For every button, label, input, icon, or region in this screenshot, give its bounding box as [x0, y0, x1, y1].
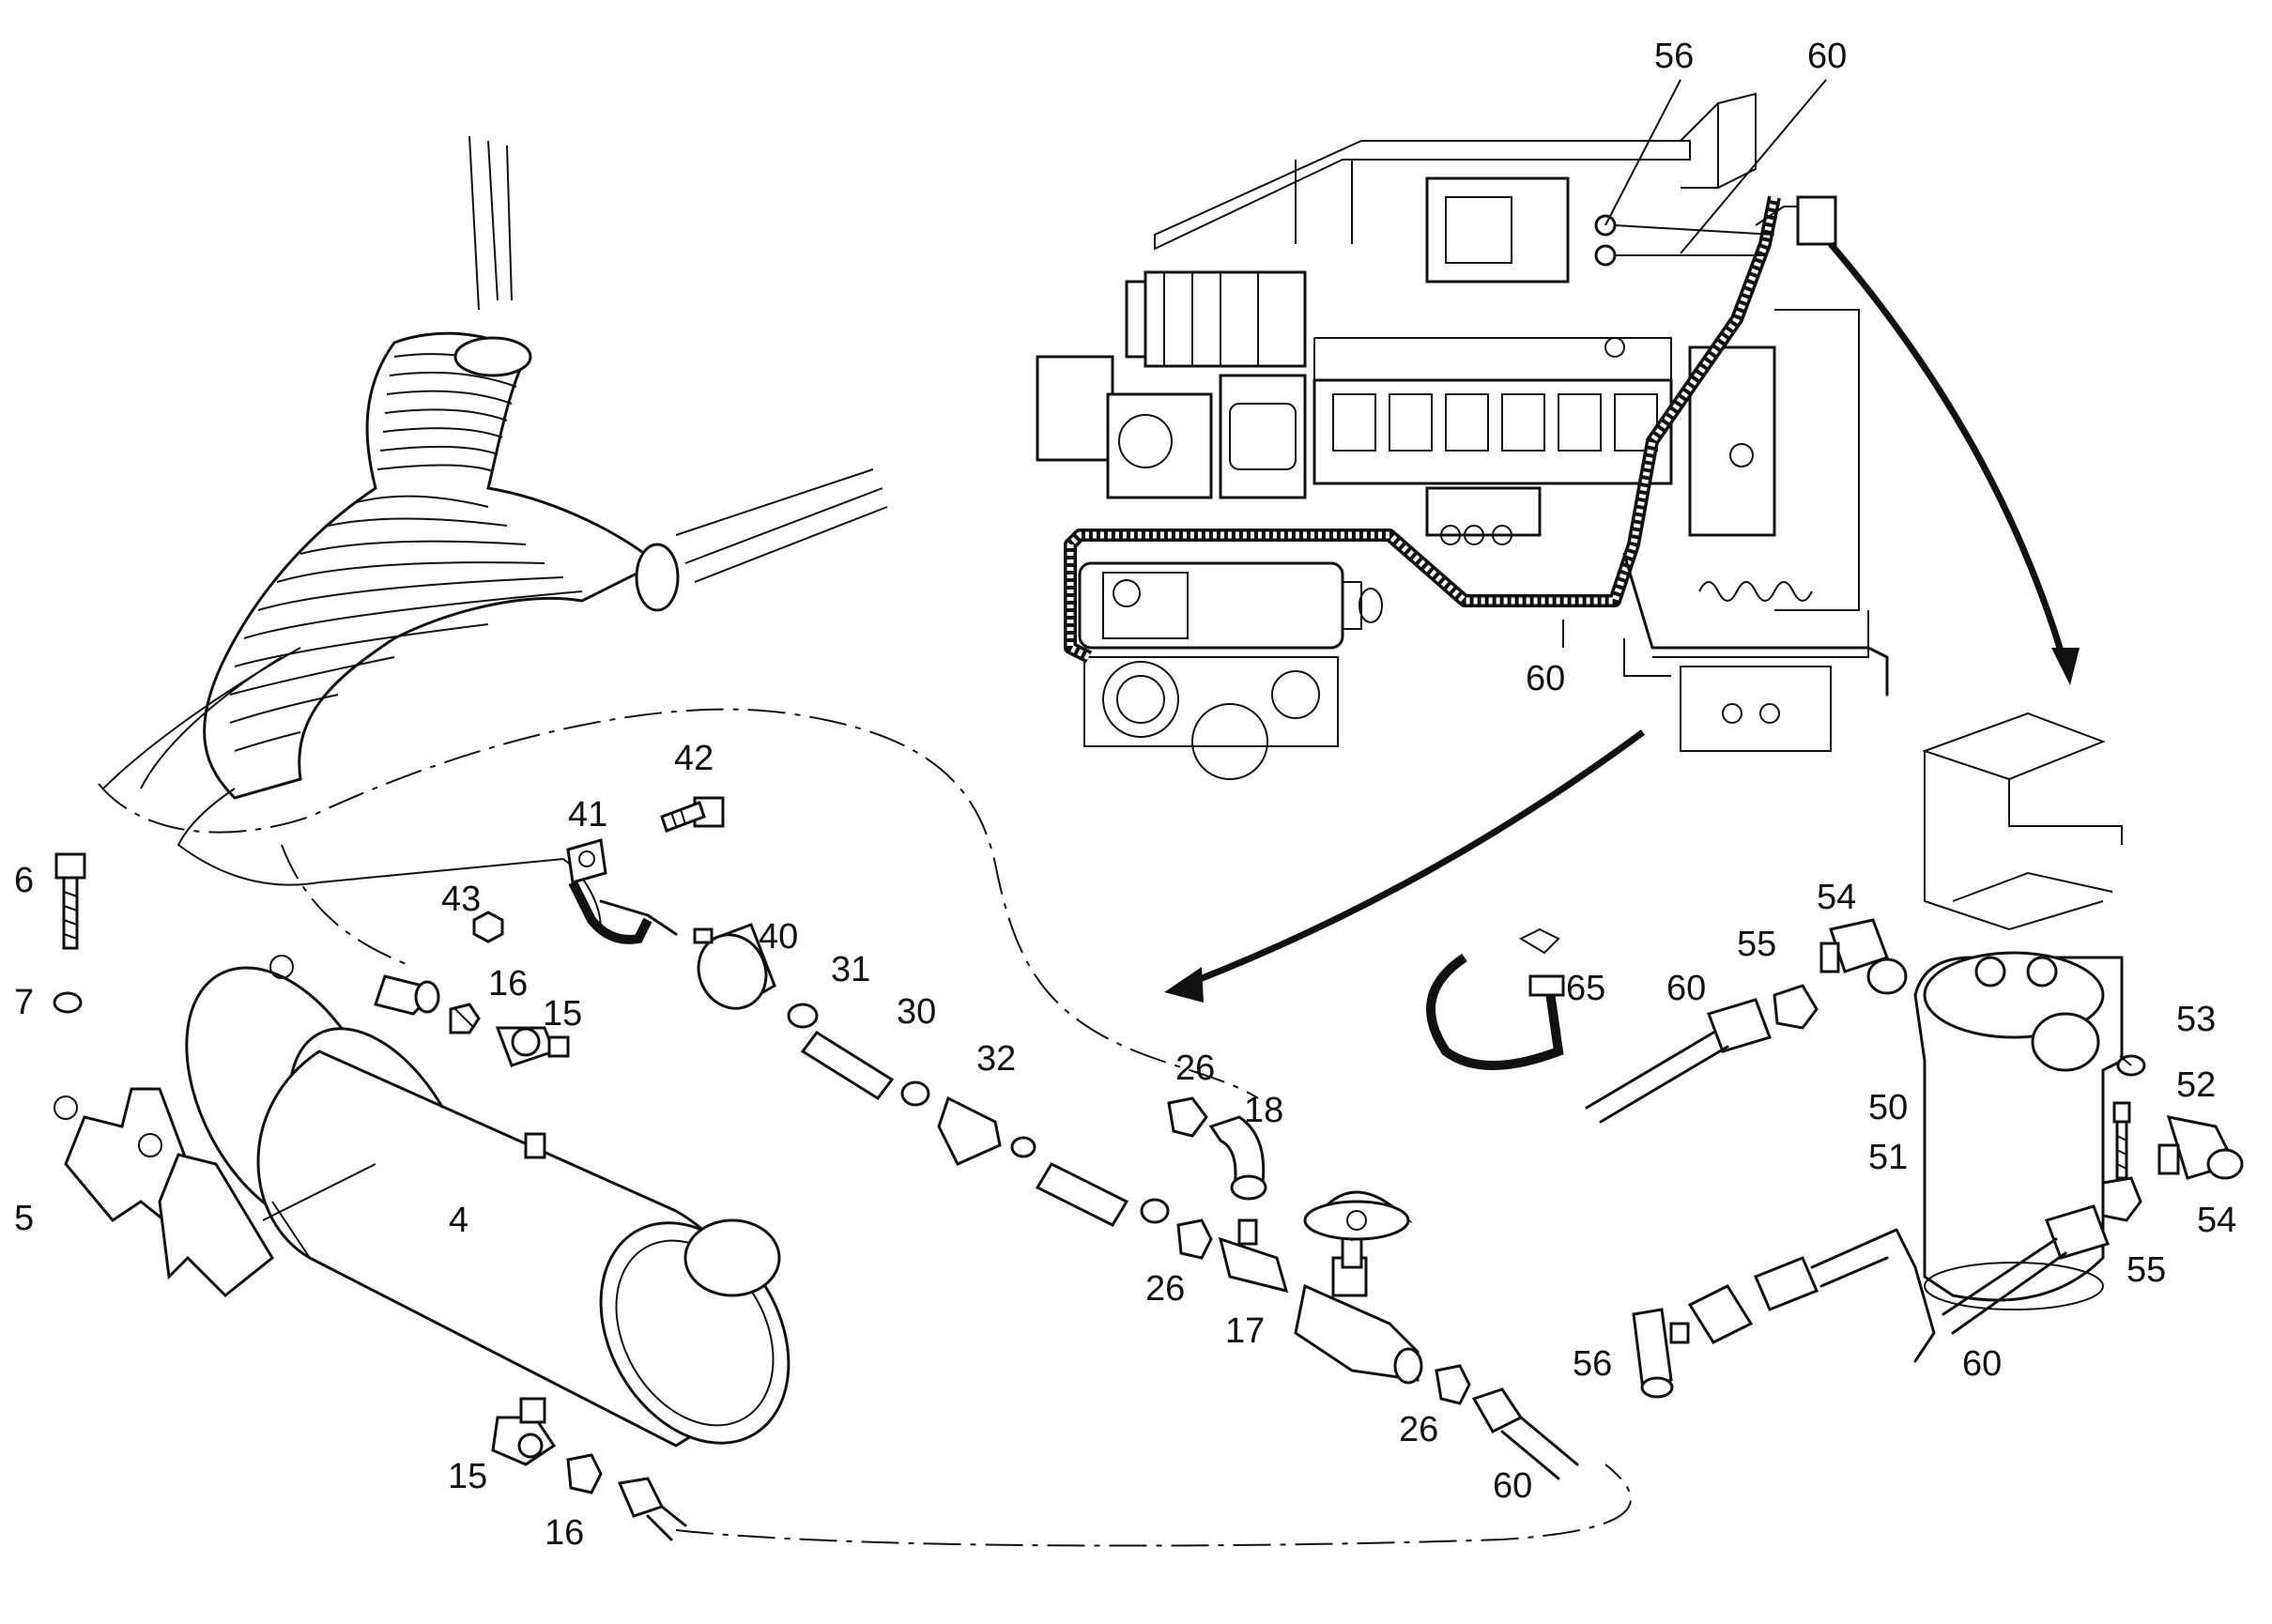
label-50: 50	[1868, 1088, 1908, 1127]
label-55-top: 55	[1737, 925, 1776, 964]
fitting-16-lower	[566, 1453, 603, 1494]
intake-duct	[98, 135, 1632, 1547]
label-43: 43	[441, 880, 481, 919]
label-26-mid: 26	[1145, 1269, 1185, 1309]
elbow-18	[1208, 1115, 1267, 1201]
tee-56-lower	[1632, 1308, 1690, 1399]
label-60-low-right: 60	[1962, 1344, 2002, 1384]
label-65: 65	[1566, 969, 1605, 1008]
label-4: 4	[449, 1201, 468, 1240]
label-26-top: 26	[1175, 1049, 1215, 1088]
filter-40	[693, 923, 776, 1010]
fitting-26-top	[1167, 1096, 1208, 1138]
label-52: 52	[2176, 1065, 2216, 1105]
fitting-32	[900, 1080, 1036, 1166]
label-60-engine: 60	[1526, 659, 1565, 698]
label-31: 31	[831, 950, 870, 989]
clamp-31	[787, 1003, 819, 1029]
fitting-26-low	[1435, 1364, 1471, 1405]
bolt-42	[660, 796, 725, 833]
washer-7	[53, 991, 83, 1014]
label-56-low: 56	[1573, 1344, 1612, 1384]
label-55-low: 55	[2126, 1250, 2166, 1290]
fitting-55-lower	[2101, 1176, 2142, 1222]
fitting-55-top	[1773, 984, 1819, 1030]
tee-15-upper	[495, 1026, 570, 1067]
label-51: 51	[1868, 1138, 1908, 1177]
fitting-26-mid	[1176, 1218, 1213, 1260]
label-7: 7	[14, 983, 34, 1022]
heater-unit-4	[54, 955, 791, 1448]
label-53: 53	[2176, 1000, 2216, 1039]
label-42: 42	[674, 739, 714, 778]
label-15-upper: 15	[543, 994, 582, 1034]
label-16-upper: 16	[488, 964, 528, 1004]
tee-15-lower	[491, 1397, 557, 1466]
label-18: 18	[1244, 1091, 1283, 1130]
fitting-16-upper	[449, 1003, 481, 1034]
upper-fittings	[53, 796, 1579, 1541]
label-15-low: 15	[448, 1457, 487, 1496]
label-17: 17	[1225, 1311, 1265, 1351]
bolt-6	[54, 852, 86, 950]
part-number-labels: 56 60 60 42 41 6 7 5 43 16 15 40 31 30 3…	[14, 37, 2236, 1553]
label-54-low: 54	[2197, 1201, 2236, 1240]
clip-41	[566, 838, 678, 944]
label-32: 32	[976, 1039, 1016, 1079]
tank-50-51	[1913, 951, 2124, 1310]
hose-30	[800, 1030, 895, 1101]
right-assembly	[1426, 712, 2244, 1399]
bolt-52	[2112, 1101, 2131, 1180]
strap-65	[1528, 974, 1565, 997]
label-56-top: 56	[1654, 37, 1694, 76]
label-5: 5	[14, 1199, 34, 1238]
tee-17	[1218, 1218, 1289, 1294]
valve-handwheel	[1294, 1190, 1423, 1385]
label-16-low: 16	[545, 1513, 584, 1553]
leader-lines	[1562, 79, 2132, 1066]
label-60-low: 60	[1493, 1466, 1532, 1506]
tee-54-lower	[2157, 1115, 2244, 1180]
direction-arrows	[1164, 241, 2080, 1003]
nut-43	[472, 911, 504, 943]
label-41: 41	[568, 795, 607, 835]
label-60-right-hose: 60	[1666, 969, 1706, 1008]
engine-assembly	[1036, 92, 1889, 780]
tee-54-top	[1819, 918, 1908, 995]
label-40: 40	[759, 917, 798, 957]
label-6: 6	[14, 861, 34, 900]
label-26-low: 26	[1399, 1410, 1438, 1449]
label-30: 30	[897, 992, 936, 1032]
label-60-top: 60	[1807, 37, 1847, 76]
label-54-top: 54	[1817, 878, 1856, 917]
